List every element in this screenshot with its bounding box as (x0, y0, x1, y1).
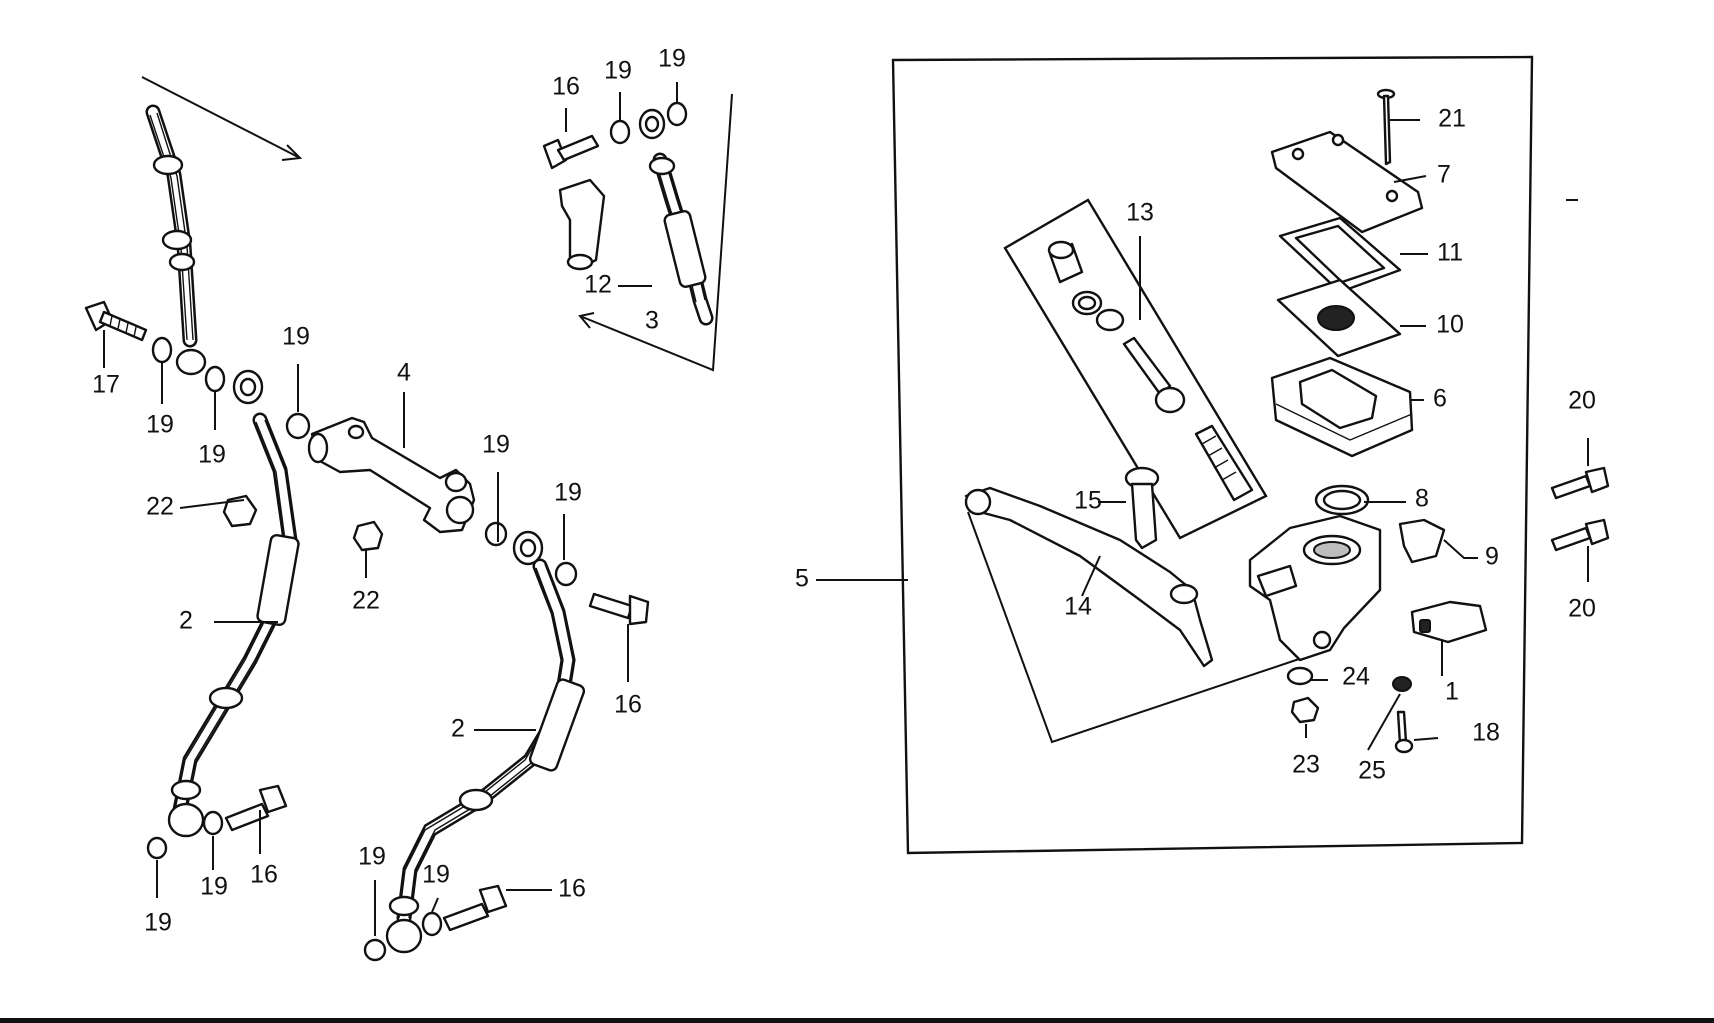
label-6: 6 (1433, 385, 1447, 413)
label-16-right: 16 (614, 691, 642, 719)
label-19-k: 19 (422, 861, 450, 889)
washer-19f (484, 521, 508, 547)
label-22-center: 22 (352, 587, 380, 615)
washer-19k (666, 101, 688, 127)
brake-lever-14 (964, 486, 1214, 668)
label-11: 11 (1437, 239, 1463, 267)
diaphragm-10 (1276, 278, 1402, 358)
washer-19e (285, 412, 311, 440)
label-23: 23 (1292, 751, 1320, 779)
label-19-e: 19 (198, 441, 226, 469)
label-16-upper: 16 (552, 73, 580, 101)
dust-cap-12 (558, 178, 606, 271)
bolt-20a (1550, 466, 1610, 500)
reservoir-cap-7 (1270, 130, 1424, 234)
washer-25 (1392, 676, 1412, 692)
washer-19c (146, 836, 168, 860)
label-19-d: 19 (146, 411, 174, 439)
label-10: 10 (1436, 311, 1464, 339)
label-5: 5 (795, 565, 809, 593)
master-cylinder-body (1248, 514, 1382, 662)
washer-19d (202, 810, 224, 836)
banjo-bolt-17 (84, 300, 148, 342)
label-1: 1 (1445, 678, 1459, 706)
nut-22b (352, 520, 384, 552)
label-17: 17 (92, 371, 120, 399)
reservoir-6 (1270, 356, 1414, 458)
label-4: 4 (397, 359, 411, 387)
assembly-frame (891, 55, 1534, 855)
label-19-i: 19 (144, 909, 172, 937)
banjo-bolt-16b (588, 592, 650, 626)
label-13: 13 (1126, 199, 1154, 227)
label-25: 25 (1358, 757, 1386, 785)
label-21: 21 (1438, 105, 1466, 133)
plate-11 (1278, 216, 1402, 294)
banjo-bolt-16c (442, 884, 508, 932)
label-19-a: 19 (604, 57, 632, 85)
label-3: 3 (645, 307, 659, 335)
label-7: 7 (1437, 161, 1451, 189)
screw-21 (1376, 88, 1396, 166)
upper-hose-3 (578, 93, 733, 372)
callout-labels: 1 2 2 3 4 5 6 7 8 9 10 11 12 13 14 15 16… (92, 45, 1596, 937)
label-22-left: 22 (146, 493, 174, 521)
washer-19h (363, 938, 387, 962)
washer-19j (609, 119, 631, 145)
label-19-b: 19 (658, 45, 686, 73)
label-14: 14 (1064, 593, 1092, 621)
brake-joint-4 (307, 416, 476, 534)
label-2-left: 2 (179, 607, 193, 635)
label-20-lower: 20 (1568, 595, 1596, 623)
label-18: 18 (1472, 719, 1500, 747)
label-15: 15 (1074, 487, 1102, 515)
switch-1 (1410, 600, 1488, 644)
label-12: 12 (584, 271, 612, 299)
label-8: 8 (1415, 485, 1429, 513)
label-19-g: 19 (554, 479, 582, 507)
nut-22a (222, 494, 258, 528)
label-16-lower-left: 16 (250, 861, 278, 889)
washer-24 (1286, 666, 1314, 686)
label-19-c: 19 (282, 323, 310, 351)
nut-23 (1290, 696, 1320, 724)
screw-18 (1394, 710, 1414, 754)
o-ring-8 (1314, 484, 1370, 516)
label-19-f: 19 (482, 431, 510, 459)
label-19-j: 19 (358, 843, 386, 871)
washer-19b (204, 365, 226, 393)
pivot-bolt-15 (1124, 466, 1160, 550)
bottom-rule (0, 1018, 1714, 1023)
upper-hose-left (141, 76, 303, 376)
label-20-upper: 20 (1568, 387, 1596, 415)
label-9: 9 (1485, 543, 1499, 571)
banjo-bolt-16a (224, 784, 288, 832)
bolt-20b (1550, 518, 1610, 552)
washer-19g (554, 561, 578, 587)
label-16-lower-right: 16 (558, 875, 586, 903)
pivot-line (967, 511, 1315, 744)
piston-kit-13 (1003, 198, 1268, 540)
washer-19i (421, 911, 443, 937)
label-2-right: 2 (451, 715, 465, 743)
leader-lines (103, 82, 1589, 936)
brake-hose-2-left (167, 369, 300, 838)
brake-hose-2-right (385, 530, 586, 954)
label-19-h: 19 (200, 873, 228, 901)
label-24: 24 (1342, 663, 1370, 691)
clamp-9 (1398, 518, 1446, 564)
washer-19a (151, 336, 173, 364)
banjo-bolt-16d (542, 134, 600, 170)
